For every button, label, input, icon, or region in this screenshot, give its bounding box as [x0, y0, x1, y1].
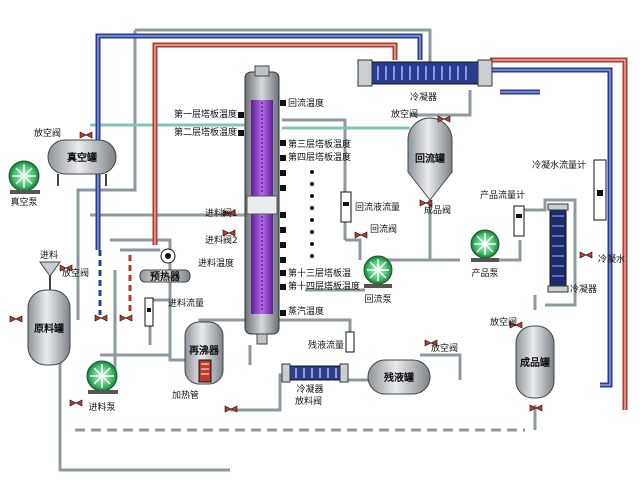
- feed-tank: 原料罐 进料: [27, 249, 71, 366]
- product-flow-label: 产品流量计: [480, 189, 525, 201]
- dashed-links: [98, 250, 132, 315]
- reflux-flow-label: 回流液流量: [355, 201, 400, 213]
- product-valve-label: 成品阀: [424, 204, 451, 216]
- residue-cooler: 冷凝器: [281, 363, 349, 395]
- feed-pump: 进料泵: [86, 360, 118, 413]
- reboiler-label: 再沸器: [189, 344, 220, 357]
- feed-valve-2-label: 进料阀2: [205, 234, 238, 246]
- residue-tank-label: 残液罐: [384, 371, 414, 384]
- cooling-water-flowmeter: [593, 159, 607, 221]
- vacuum-tank-label: 真空罐: [67, 151, 97, 164]
- vent-valve-1: 放空阀: [34, 127, 61, 139]
- product-pump: 产品泵: [470, 229, 500, 279]
- cooling-water-label: 冷凝水: [598, 253, 625, 265]
- reboiler: 再沸器 加热管: [172, 321, 224, 401]
- residue-flow-label: 残液流量: [308, 339, 344, 351]
- reflux-tank-label: 回流罐: [415, 152, 445, 165]
- tray-1-temp: 第一层塔板温度: [174, 108, 237, 120]
- reflux-pump-label: 回流泵: [364, 293, 391, 305]
- distillation-column: [238, 65, 314, 345]
- vacuum-pump: 真空泵: [8, 160, 40, 208]
- feed-valve-1-label: 进料阀1: [205, 207, 238, 219]
- residue-cooler-label: 冷凝器: [296, 383, 323, 395]
- tray-4-temp: 第四层塔板温度: [288, 151, 351, 163]
- valves: [9, 115, 593, 413]
- vent-valve-3: 放空阀: [391, 108, 418, 120]
- tray-2-temp: 第二层塔板温度: [174, 126, 237, 138]
- top-condenser: 冷凝器: [357, 59, 493, 103]
- product-cooler: 冷凝器: [547, 203, 597, 295]
- product-cooler-label: 冷凝器: [570, 283, 597, 295]
- feed-flow-label: 进料流量: [168, 297, 204, 309]
- reflux-temp-label: 回流温度: [288, 97, 324, 109]
- heating-tube-label: 加热管: [172, 389, 199, 401]
- tray-3-temp: 第三层塔板温度: [288, 138, 351, 150]
- reflux-valve-label: 回流阀: [370, 223, 397, 235]
- vacuum-pump-label: 真空泵: [10, 196, 37, 208]
- product-flowmeter: [513, 205, 525, 237]
- vacuum-tank: 真空罐: [47, 139, 117, 186]
- cooling-flow-label: 冷凝水流量计: [532, 159, 586, 171]
- tray-14-temp: 第十四层塔板温度: [288, 280, 360, 292]
- product-pump-label: 产品泵: [471, 267, 498, 279]
- residue-flowmeter: [345, 331, 355, 353]
- vent-valve-4: 放空阀: [431, 342, 458, 354]
- product-tank-label: 成品罐: [520, 356, 550, 369]
- vent-valve-5: 放空阀: [490, 316, 517, 328]
- instrument-labels: 放空阀 放空阀 放空阀 放空阀 放空阀 第一层塔板温度 第二层塔板温度 第三层塔…: [34, 97, 625, 407]
- feed-tank-label: 原料罐: [34, 322, 64, 335]
- feed-temp-label: 进料温度: [198, 257, 234, 269]
- reflux-flowmeter: [340, 191, 352, 223]
- reflux-pump: 回流泵: [363, 255, 393, 305]
- feed-flowmeter: [144, 297, 154, 327]
- feed-label: 进料: [40, 249, 58, 261]
- vent-valve-2: 放空阀: [62, 267, 89, 279]
- reflux-tank: 回流罐: [407, 117, 453, 201]
- tray-13-temp: 第十三层塔板温: [288, 267, 351, 279]
- residue-tank: 残液罐: [367, 359, 431, 395]
- discharge-valve-label: 放料阀: [295, 395, 322, 407]
- preheater-label: 预热器: [150, 270, 181, 283]
- teal-pipes: [90, 123, 410, 130]
- steam-red: [152, 42, 628, 410]
- product-tank: 成品罐: [515, 325, 555, 399]
- feed-pump-label: 进料泵: [88, 401, 115, 413]
- condenser-top-label: 冷凝器: [410, 91, 437, 103]
- preheater: 预热器: [139, 248, 191, 283]
- steam-temp-label: 蒸汽温度: [288, 305, 324, 317]
